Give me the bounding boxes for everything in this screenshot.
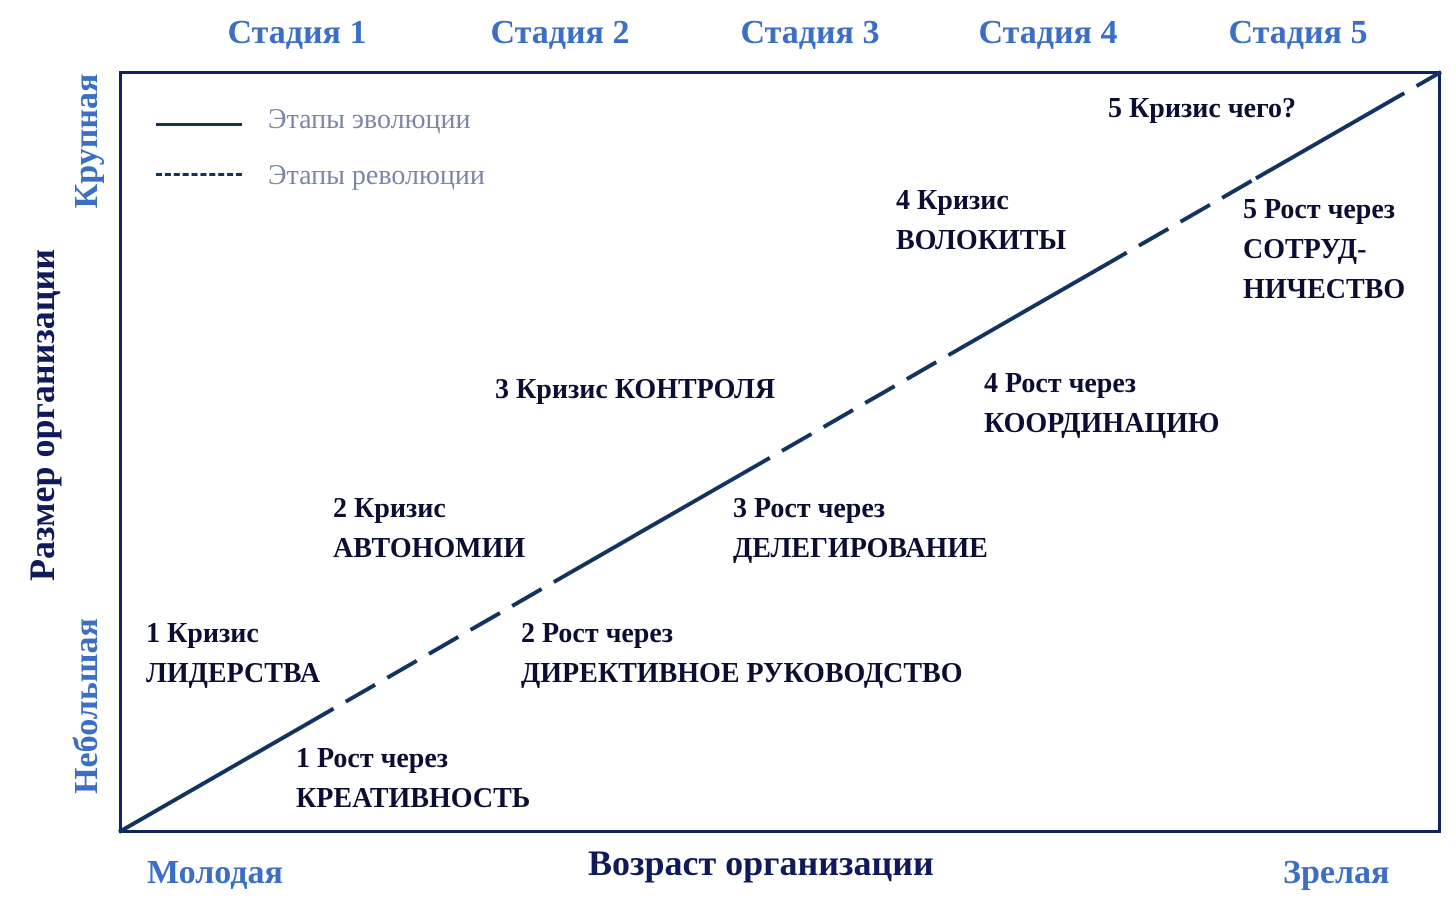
crisis-3-line1: 3 Кризис КОНТРОЛЯ [495, 374, 776, 405]
stage-2-header: Стадия 2 [490, 14, 630, 51]
crisis-1-line1: 1 Кризис [146, 618, 259, 649]
y-axis-end-label: Крупная [68, 73, 105, 209]
x-axis-title: Возраст организации [588, 843, 934, 883]
growth-1-line2: КРЕАТИВНОСТЬ [296, 783, 531, 814]
y-axis-start-label: Небольшая [68, 618, 105, 794]
growth-2-line2: ДИРЕКТИВНОЕ РУКОВОДСТВО [521, 658, 963, 689]
legend-solid-line [156, 123, 242, 126]
evolution-segment-3 [567, 473, 742, 576]
growth-5-label: 5 Рост через СОТРУД- НИЧЕСТВО [1243, 190, 1405, 310]
stage-3-header: Стадия 3 [740, 14, 880, 51]
growth-2-line1: 2 Рост через [521, 618, 674, 649]
growth-1-line1: 1 Рост через [296, 743, 449, 774]
revolution-segment-4 [739, 343, 967, 477]
growth-5-line3: НИЧЕСТВО [1243, 274, 1406, 305]
y-axis-title: Размер организации [22, 248, 62, 582]
revolution-segment-8 [1373, 70, 1442, 112]
legend-evolution-label: Этапы эволюции [268, 104, 471, 135]
growth-5-line1: 5 Рост через [1243, 194, 1396, 225]
crisis-5-line1: 5 Кризис чего? [1108, 93, 1297, 124]
growth-2-label: 2 Рост через ДИРЕКТИВНОЕ РУКОВОДСТВО [521, 614, 963, 694]
growth-1-label: 1 Рост через КРЕАТИВНОСТЬ [296, 739, 530, 819]
crisis-1-line2: ЛИДЕРСТВА [146, 658, 321, 689]
growth-3-line1: 3 Рост через [733, 493, 886, 524]
stage-4-header: Стадия 4 [978, 14, 1118, 51]
diagram-frame [119, 71, 1441, 833]
legend-revolution-label: Этапы революции [268, 160, 485, 191]
x-axis-end-label: Зрелая [1283, 854, 1390, 891]
crisis-1-label: 1 Кризис ЛИДЕРСТВА [146, 614, 320, 694]
growth-4-line2: КООРДИНАЦИЮ [984, 408, 1220, 439]
crisis-4-line2: ВОЛОКИТЫ [896, 225, 1066, 256]
x-axis-start-label: Молодая [147, 854, 283, 891]
evolution-segment-7 [1254, 108, 1376, 181]
evolution-segment-5 [964, 267, 1099, 348]
evolution-segment-1 [118, 723, 306, 834]
revolution-segment-2 [303, 571, 570, 728]
growth-4-line1: 4 Рост через [984, 368, 1137, 399]
legend-dashed-line [156, 173, 242, 176]
stage-5-header: Стадия 5 [1228, 14, 1368, 51]
crisis-2-label: 2 Кризис АВТОНОМИИ [333, 489, 525, 569]
crisis-3-label: 3 Кризис КОНТРОЛЯ [495, 370, 775, 410]
crisis-5-label: 5 Кризис чего? [1108, 89, 1296, 129]
revolution-segment-6 [1096, 176, 1257, 272]
crisis-2-line1: 2 Кризис [333, 493, 446, 524]
crisis-4-label: 4 Кризис ВОЛОКИТЫ [896, 181, 1066, 261]
growth-5-line2: СОТРУД- [1243, 234, 1367, 265]
growth-3-label: 3 Рост через ДЕЛЕГИРОВАНИЕ [733, 489, 988, 569]
growth-4-label: 4 Рост через КООРДИНАЦИЮ [984, 364, 1219, 444]
crisis-4-line1: 4 Кризис [896, 185, 1009, 216]
stage-1-header: Стадия 1 [227, 14, 367, 51]
crisis-2-line2: АВТОНОМИИ [333, 533, 526, 564]
growth-3-line2: ДЕЛЕГИРОВАНИЕ [733, 533, 988, 564]
